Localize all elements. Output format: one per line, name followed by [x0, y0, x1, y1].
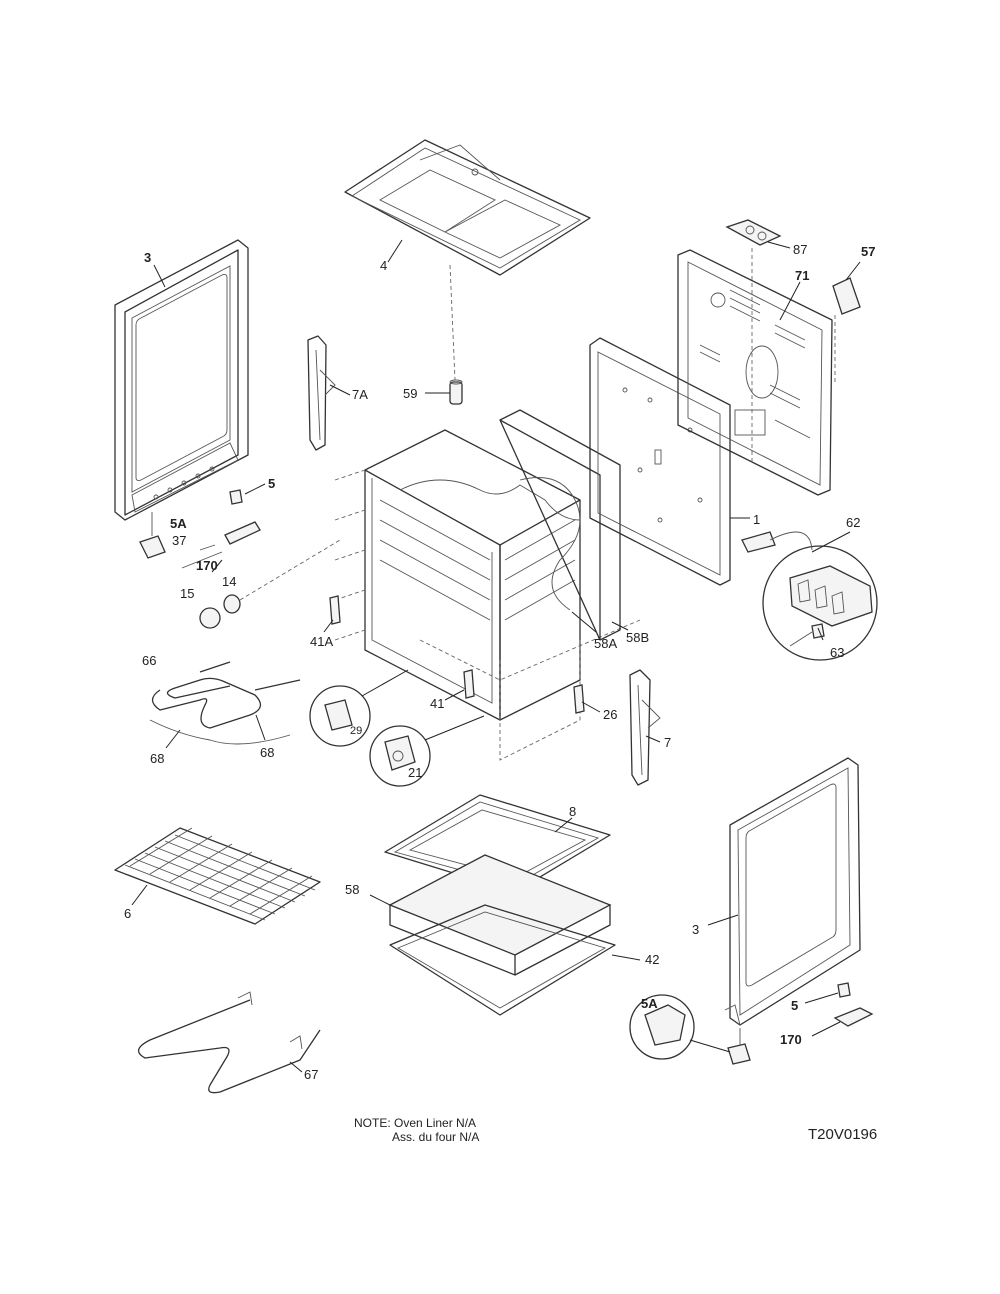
label-14: 14 [222, 574, 236, 589]
label-7A: 7A [352, 387, 368, 402]
part-170-left-wire [181, 521, 261, 569]
part-6-oven-rack [114, 827, 321, 925]
label-42: 42 [645, 952, 659, 967]
part-29-inset [309, 669, 409, 747]
part-21-inset [369, 715, 485, 787]
label-41A: 41A [310, 634, 333, 649]
part-labels: 3 4 87 57 71 7A 59 5 5A 37 170 14 15 1 6… [124, 242, 875, 1082]
part-67-bake-element [138, 991, 321, 1094]
oven-liner-note: NOTE: Oven Liner N/A Ass. du four N/A [354, 1116, 479, 1144]
part-42-bottom-panel [389, 904, 616, 1016]
label-26: 26 [603, 707, 617, 722]
part-3-left-side-panel [114, 239, 249, 521]
part-62-terminal-block-inset [762, 545, 878, 661]
diagram-code: T20V0196 [808, 1126, 878, 1143]
part-15-bulb [199, 607, 221, 629]
label-5A-left: 5A [170, 516, 187, 531]
label-87: 87 [793, 242, 807, 257]
label-66: 66 [142, 653, 156, 668]
part-5-right-hinge-screw [837, 982, 851, 998]
part-3-right-side-panel [724, 757, 861, 1026]
part-170-right-hinge [833, 1007, 874, 1027]
label-15: 15 [180, 586, 194, 601]
label-29: 29 [350, 725, 362, 737]
label-58: 58 [345, 882, 359, 897]
label-3-right: 3 [692, 922, 699, 937]
label-170-left: 170 [196, 558, 218, 573]
part-7A-bracket [307, 335, 336, 451]
label-63: 63 [830, 645, 844, 660]
note-line-1: NOTE: Oven Liner N/A [354, 1116, 477, 1130]
part-87-gasket [725, 219, 782, 246]
part-5A-right-leveler [629, 994, 751, 1065]
part-66-broil-element [149, 661, 301, 745]
label-4: 4 [380, 258, 387, 273]
part-26-bracket [573, 684, 585, 714]
label-21: 21 [408, 765, 422, 780]
label-68-left: 68 [150, 751, 164, 766]
part-58-insulation [388, 854, 612, 976]
note-line-2: Ass. du four N/A [392, 1130, 480, 1144]
label-58B: 58B [626, 630, 649, 645]
part-5-left-hinge-screw [229, 489, 243, 505]
part-terminal-bracket [741, 531, 813, 553]
part-58B-insulation-panel [499, 409, 621, 641]
label-3-left: 3 [144, 250, 151, 265]
part-59-sensor [449, 379, 463, 405]
label-7: 7 [664, 735, 671, 750]
label-8: 8 [569, 804, 576, 819]
part-41A-bracket [329, 595, 341, 625]
label-62: 62 [846, 515, 860, 530]
label-1: 1 [753, 512, 760, 527]
part-14-socket [223, 594, 241, 614]
label-6: 6 [124, 906, 131, 921]
part-71-rear-cover [677, 249, 833, 496]
part-41-bracket [463, 669, 475, 699]
label-58A: 58A [594, 636, 617, 651]
label-68-right: 68 [260, 745, 274, 760]
label-59: 59 [403, 386, 417, 401]
part-57-cover-plate [832, 277, 861, 315]
part-1-back-panel [589, 337, 731, 586]
label-5-left: 5 [268, 476, 275, 491]
label-71: 71 [795, 268, 809, 283]
part-5A-left-leveler [139, 512, 166, 559]
label-leader-lines [131, 239, 861, 1073]
label-41: 41 [430, 696, 444, 711]
label-5A-right: 5A [641, 996, 658, 1011]
label-37: 37 [172, 533, 186, 548]
label-5-right: 5 [791, 998, 798, 1013]
part-4-top-panel [344, 139, 591, 276]
part-oven-cavity [334, 429, 641, 761]
label-57: 57 [861, 244, 875, 259]
leader-dash-4-59 [449, 264, 456, 381]
label-67: 67 [304, 1067, 318, 1082]
label-170-right: 170 [780, 1032, 802, 1047]
part-7-bracket [629, 669, 661, 786]
